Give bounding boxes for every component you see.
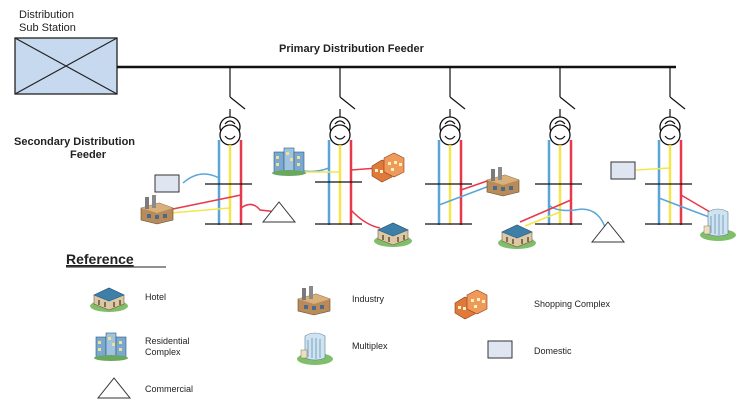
industry-icon [140,194,174,225]
commercial-icon [591,221,625,243]
transformer-icon [439,116,461,146]
hotel-icon [497,224,537,250]
distribution-substation: Distribution Sub Station [14,9,118,95]
hotel-icon [373,222,413,248]
industry-icon [297,285,331,316]
residential-complex-icon [271,147,307,177]
domestic-icon [487,340,513,359]
secondary-feeder-2 [271,67,413,248]
reference-legend: Reference Hotel Industry Shopping Comple… [66,251,611,399]
secondary-feeder-1 [140,67,296,225]
legend-domestic-label: Domestic [534,346,572,356]
domestic-icon [154,174,180,193]
switch-icon [229,96,246,110]
hotel-icon [89,287,129,313]
domestic-icon [610,161,636,180]
legend-shopping-complex-label: Shopping Complex [534,299,611,309]
switch-icon [559,96,576,110]
reference-title: Reference [66,251,134,267]
multiplex-icon [699,208,737,242]
shopping-complex-icon [371,152,405,183]
legend-commercial-label: Commercial [145,384,193,394]
switch-icon [669,96,686,110]
legend-residential-label-line1: Residential [145,336,190,346]
transformer-icon [219,116,241,146]
secondary-feeder-3 [425,67,520,225]
commercial-icon [262,201,296,223]
substation-label-line1: Distribution [19,9,74,21]
transformer-icon [549,116,571,146]
substation-label-line2: Sub Station [19,22,76,34]
shopping-complex-icon [454,289,488,320]
transformer-icon [659,116,681,146]
secondary-feeder-4 [497,67,625,250]
transformer-icon [329,116,351,146]
secondary-feeder-label-line2: Feeder [70,149,107,161]
commercial-icon [97,377,131,399]
legend-multiplex-label: Multiplex [352,341,388,351]
residential-complex-icon [93,332,129,362]
industry-icon [486,166,520,197]
switch-icon [449,96,466,110]
secondary-feeder-5 [610,67,737,242]
primary-feeder-label: Primary Distribution Feeder [279,43,425,55]
legend-residential-label-line2: Complex [145,347,181,357]
secondary-feeder-label-line1: Secondary Distribution [14,136,135,148]
legend-industry-label: Industry [352,294,385,304]
multiplex-icon [296,332,334,366]
legend-hotel-label: Hotel [145,292,166,302]
switch-icon [339,96,356,110]
